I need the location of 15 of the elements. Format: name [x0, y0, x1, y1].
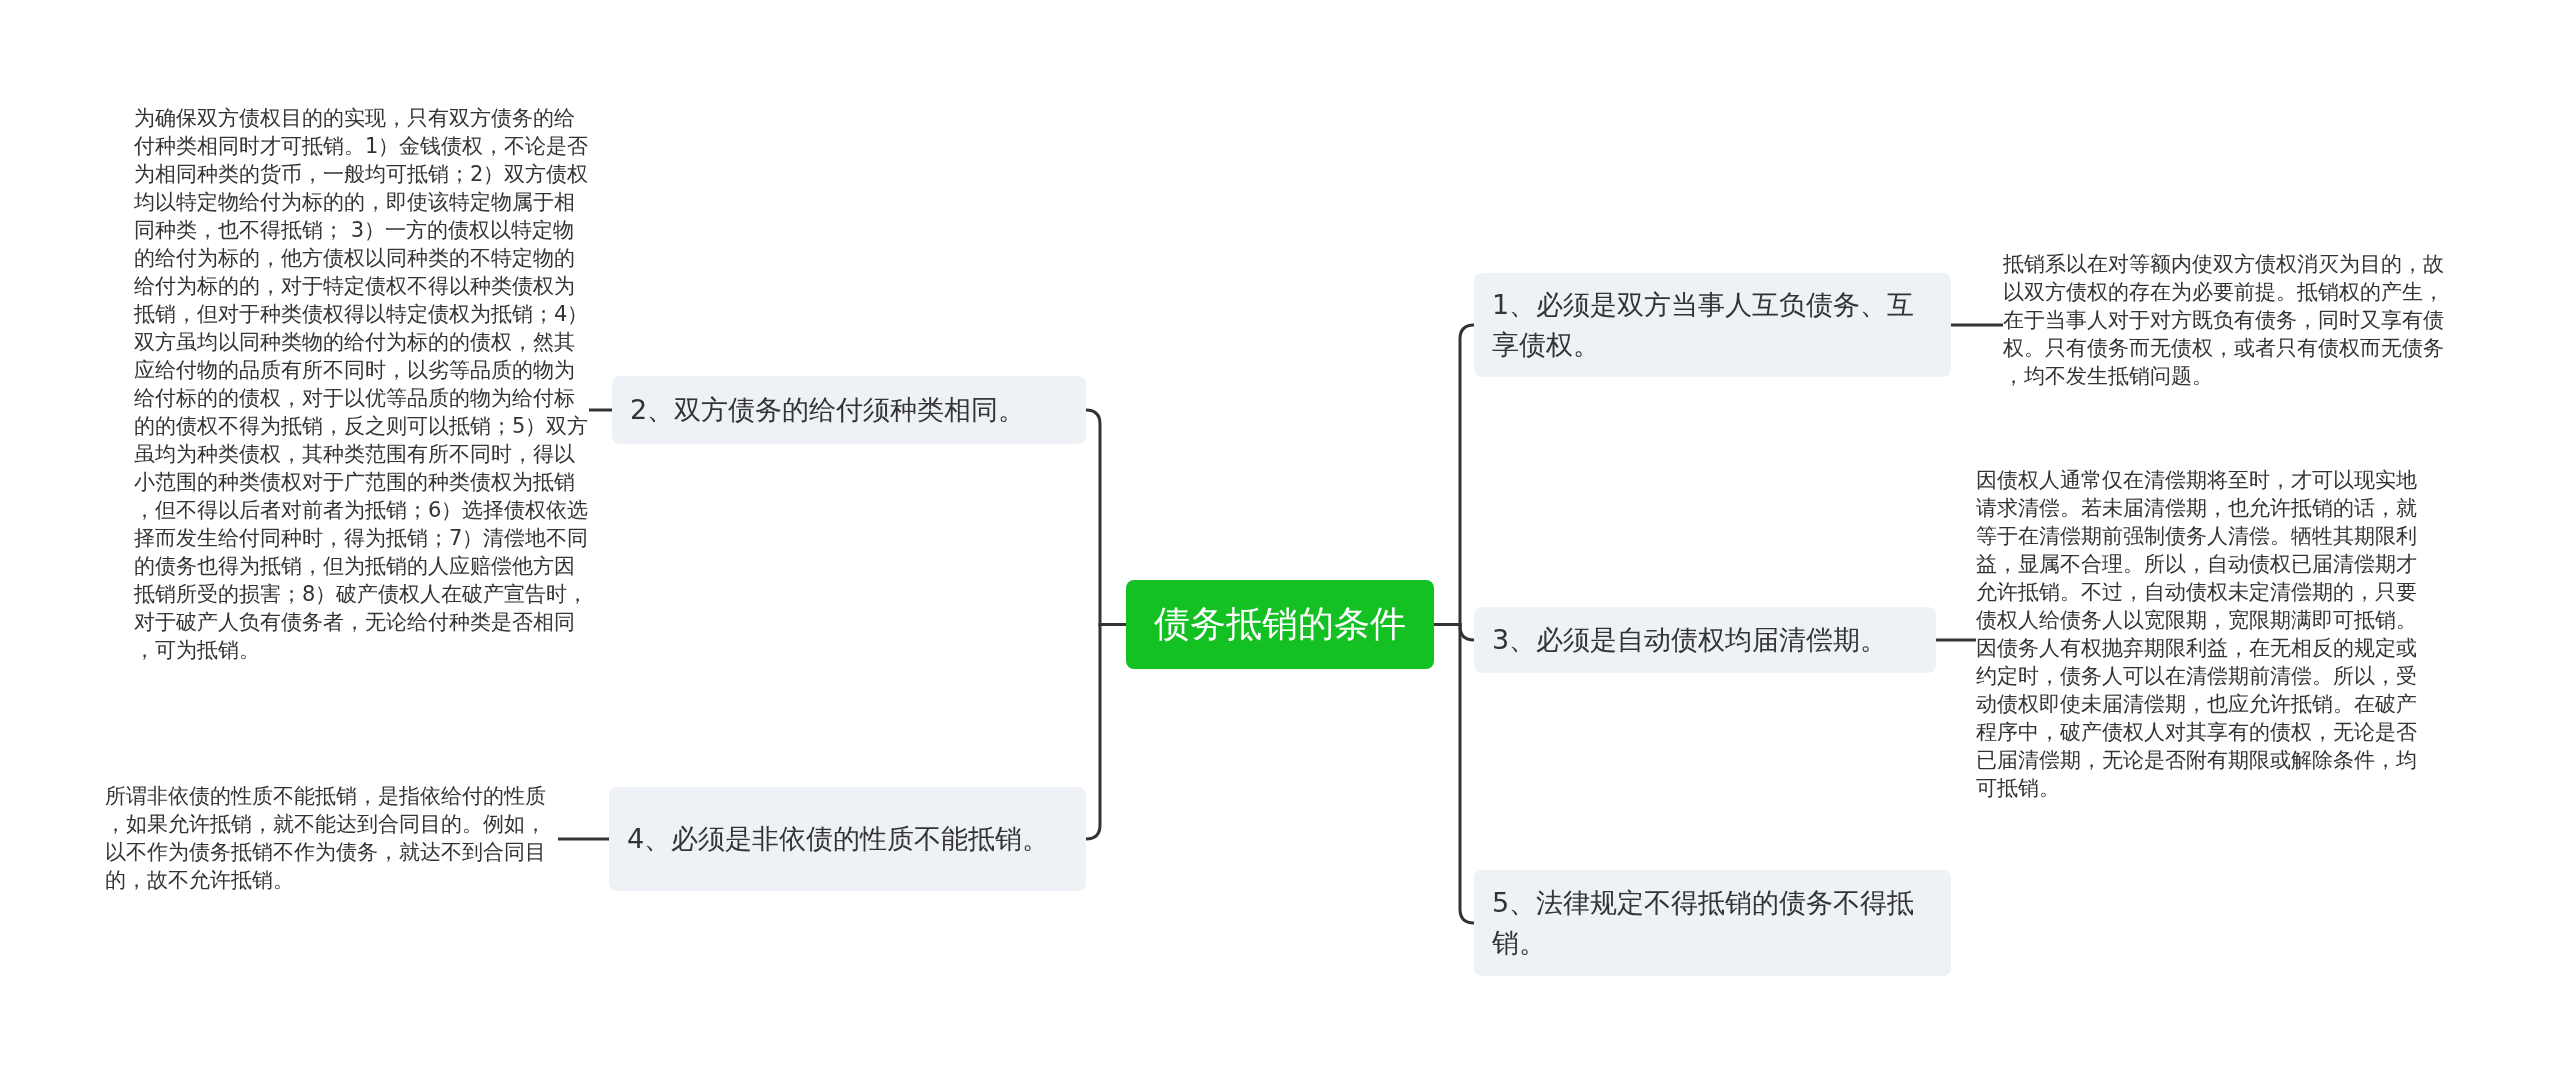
topic-box: 1、必须是双方当事人互负债务、互享债权。 — [1474, 273, 1951, 377]
detail-text: 为确保双方债权目的的实现，只有双方债务的给付种类相同时才可抵销。1）金钱债权，不论是否为相同种类的货币，一般均可抵销；2）双方债权均以特定物给付为标的的，即使该特定物属于相同种类，也不得抵销； 3）一方的债权以特定物的给付为标的，他方债权以同种类的不特定物的给付为标的的，对于特定债权不得以种类债权为抵销，但对于种类债权得以特定债权为抵销；4）双方虽均以同种类物的给付为标的的债权，然其应给付物的品质有所不同时，以劣等品质的物为给付标的的债权，对于以优等品质的物为给付标的的债权不得为抵销，反之则可以抵销；5）双方虽均为种类债权，其种类范围有所不同时，得以小范围的种类债权对于广范围的种类债权为抵销，但不得以后者对前者为抵销；6）选择债权依选择而发生给付同种时，得为抵销；7）清偿地不同的债务也得为抵销，但为抵销的人应赔偿他方因抵销所受的损害；8）破产债权人在破产宣告时，对于破产人负有债务者，无论给付种类是否相同，可为抵销。 — [134, 104, 589, 664]
detail-text: 抵销系以在对等额内使双方债权消灭为目的，故以双方债权的存在为必要前提。抵销权的产生，在于当事人对于对方既负有债务，同时又享有债权。只有债务而无债权，或者只有债权而无债务，均不发生抵销问题。 — [2003, 250, 2458, 390]
topic-box: 3、必须是自动债权均届清偿期。 — [1474, 607, 1936, 673]
topic-box: 2、双方债务的给付须种类相同。 — [612, 376, 1086, 444]
connector-line — [1434, 623, 1476, 925]
detail-text: 所谓非依债的性质不能抵销，是指依给付的性质，如果允许抵销，就不能达到合同目的。例如，以不作为债务抵销不作为债务，就达不到合同目的，故不允许抵销。 — [105, 782, 558, 894]
topic-box: 4、必须是非依债的性质不能抵销。 — [609, 787, 1086, 891]
connector-line — [1936, 638, 1976, 642]
connector-line — [558, 837, 609, 841]
topic-box: 5、法律规定不得抵销的债务不得抵销。 — [1474, 870, 1951, 976]
connector-line — [1951, 323, 2003, 327]
detail-text: 因债权人通常仅在清偿期将至时，才可以现实地请求清偿。若未届清偿期，也允许抵销的话，就等于在清偿期前强制债务人清偿。牺牲其期限利益，显属不合理。所以，自动债权已届清偿期才允许抵销。不过，自动债权未定清偿期的，只要债权人给债务人以宽限期，宽限期满即可抵销。因债务人有权抛弃期限利益，在无相反的规定或约定时，债务人可以在清偿期前清偿。所以，受动债权即使未届清偿期，也应允许抵销。在破产程序中，破产债权人对其享有的债权，无论是否已届清偿期，无论是否附有期限或解除条件，均可抵销。 — [1976, 466, 2433, 802]
central-topic-box: 债务抵销的条件 — [1126, 580, 1434, 669]
connector-line — [589, 408, 612, 412]
